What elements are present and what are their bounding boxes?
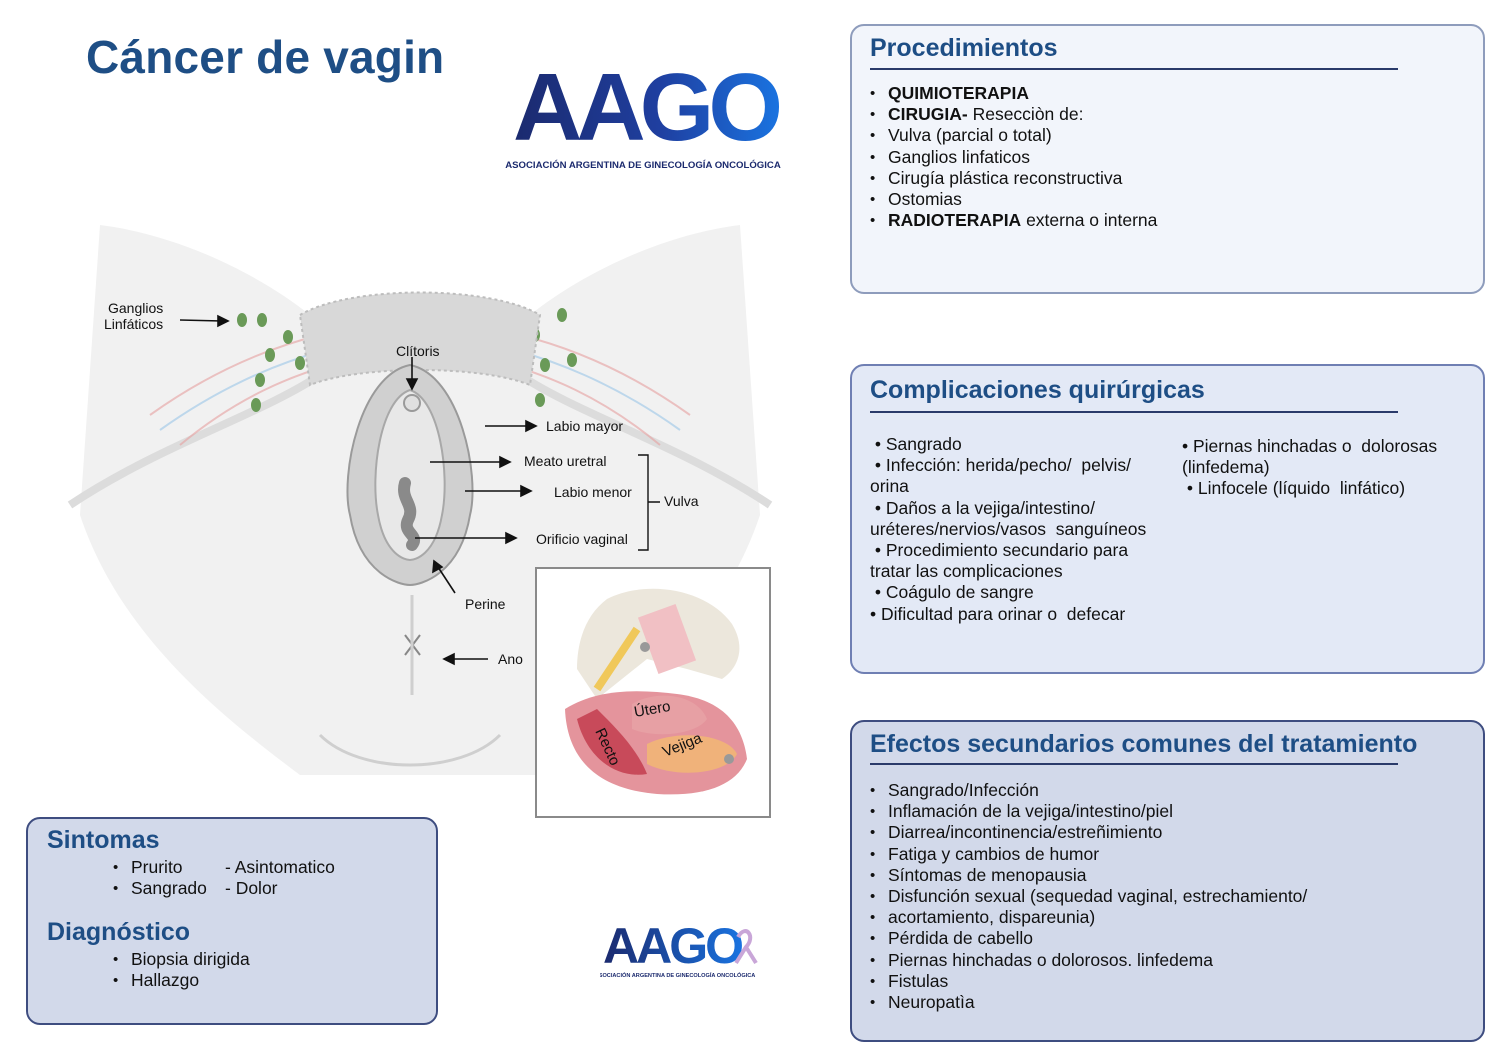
sintomas-item-a: Sangrado <box>131 878 207 899</box>
procedimientos-item-text: externa o interna <box>1021 210 1158 231</box>
efectos-item: Fistulas <box>870 971 1307 992</box>
complicaciones-right-list: • Piernas hinchadas o dolorosas(linfedem… <box>1182 436 1437 500</box>
complicaciones-left-list: • Sangrado • Infección: herida/pecho/ pe… <box>870 434 1146 625</box>
efectos-item: Neuropatìa <box>870 992 1307 1013</box>
procedimientos-item-text: Ganglios linfaticos <box>888 146 1031 167</box>
complicaciones-line: • Dificultad para orinar o defecar <box>870 603 1126 624</box>
efectos-rule <box>870 763 1398 765</box>
label-labio-mayor: Labio mayor <box>546 418 624 434</box>
sintomas-item: Prurito - Asintomatico <box>113 857 335 878</box>
sintomas-item-a: Prurito <box>131 857 183 877</box>
procedimientos-item: Ostomias <box>870 189 1157 210</box>
procedimientos-item: CIRUGIA- Resecciòn de: <box>870 104 1157 125</box>
sintomas-item-b: - Dolor <box>225 878 278 899</box>
page-title: Cáncer de vagin <box>86 31 445 83</box>
aago-logo-small: AAGO ASOCIACIÓN ARGENTINA DE GINECOLOGÍA… <box>595 915 760 985</box>
label-vulva: Vulva <box>664 493 699 509</box>
diagnostico-item: Hallazgo <box>113 970 250 991</box>
sintomas-item: Sangrado - Dolor <box>113 878 335 899</box>
procedimientos-item-bold: QUIMIOTERAPIA <box>888 83 1029 103</box>
diagnostico-list: Biopsia dirigidaHallazgo <box>113 949 250 992</box>
procedimientos-card: Procedimientos QUIMIOTERAPIACIRUGIA- Res… <box>850 24 1485 294</box>
label-orificio-vaginal: Orificio vaginal <box>536 531 628 547</box>
efectos-item: Pérdida de cabello <box>870 928 1307 949</box>
procedimientos-item: Vulva (parcial o total) <box>870 125 1157 146</box>
procedimientos-item-text: Vulva (parcial o total) <box>888 125 1052 146</box>
label-linfaticos: Linfáticos <box>104 316 164 332</box>
efectos-item: Piernas hinchadas o dolorosos. linfedema <box>870 950 1307 971</box>
complicaciones-line: • Infección: herida/pecho/ pelvis/ <box>870 455 1131 476</box>
efectos-item: Sangrado/Infección <box>870 780 1307 801</box>
sintomas-item-b: - Asintomatico <box>225 857 335 877</box>
procedimientos-item-text: Cirugía plástica reconstructiva <box>888 167 1123 188</box>
procedimientos-item-text: Resecciòn de: <box>967 104 1084 125</box>
sintomas-list: Prurito - AsintomaticoSangrado - Dolor <box>113 857 335 900</box>
diagnostico-title: Diagnóstico <box>47 918 191 946</box>
complicaciones-line: • Coágulo de sangre <box>870 582 1034 603</box>
procedimientos-item: QUIMIOTERAPIA <box>870 83 1157 104</box>
pelvis-inset-image: Útero Recto Vejiga <box>535 567 771 818</box>
label-clitoris: Clítoris <box>396 343 440 359</box>
label-perine: Perine <box>465 596 506 612</box>
complicaciones-line: • Procedimiento secundario para <box>870 540 1129 561</box>
efectos-card: Efectos secundarios comunes del tratamie… <box>850 720 1485 1042</box>
efectos-item: Diarrea/incontinencia/estreñimiento <box>870 822 1307 843</box>
complicaciones-title: Complicaciones quirúrgicas <box>870 376 1205 404</box>
ribbon-icon <box>734 929 758 965</box>
efectos-item: Síntomas de menopausia <box>870 865 1307 886</box>
complicaciones-rule <box>870 411 1398 413</box>
diagnostico-item: Biopsia dirigida <box>113 949 250 970</box>
logo-wordmark: AAGO <box>513 62 779 161</box>
complicaciones-line: • Daños a la vejiga/intestino/ <box>870 497 1096 518</box>
complicaciones-line: tratar las complicaciones <box>870 561 1063 582</box>
logo-small-wordmark: AAGO <box>603 918 742 974</box>
efectos-title: Efectos secundarios comunes del tratamie… <box>870 730 1418 758</box>
label-labio-menor: Labio menor <box>554 484 632 500</box>
sintomas-diagnostico-card: Sintomas Prurito - AsintomaticoSangrado - … <box>26 817 438 1025</box>
label-ganglios: Ganglios <box>108 300 164 316</box>
efectos-item: Fatiga y cambios de humor <box>870 844 1307 865</box>
label-meato-uretral: Meato uretral <box>524 453 607 469</box>
procedimientos-title: Procedimientos <box>870 34 1058 62</box>
label-ano: Ano <box>498 651 523 667</box>
complicaciones-line: • Linfocele (líquido linfático) <box>1182 478 1406 499</box>
procedimientos-list: QUIMIOTERAPIACIRUGIA- Resecciòn de:Vulva… <box>870 83 1157 232</box>
procedimientos-item: RADIOTERAPIA externa o interna <box>870 210 1157 231</box>
procedimientos-item: Cirugía plástica reconstructiva <box>870 168 1157 189</box>
efectos-item: acortamiento, dispareunia) <box>870 907 1307 928</box>
procedimientos-item-text: Ostomias <box>888 189 962 210</box>
complicaciones-card: Complicaciones quirúrgicas • Sangrado • … <box>850 364 1485 674</box>
aago-logo: AAGO ASOCIACIÓN ARGENTINA DE GINECOLOGÍA… <box>505 54 785 182</box>
complicaciones-line: uréteres/nervios/vasos sanguíneos <box>870 518 1147 539</box>
logo-subtitle: ASOCIACIÓN ARGENTINA DE GINECOLOGÍA ONCO… <box>505 159 781 171</box>
efectos-item: Disfunción sexual (sequedad vaginal, est… <box>870 886 1307 907</box>
efectos-list: Sangrado/InfecciónInflamación de la veji… <box>870 780 1307 1013</box>
complicaciones-line: orina <box>870 476 909 497</box>
procedimientos-rule <box>870 68 1398 70</box>
logo-small-subtitle: ASOCIACIÓN ARGENTINA DE GINECOLOGÍA ONCO… <box>600 971 755 979</box>
complicaciones-line: (linfedema) <box>1182 457 1270 478</box>
procedimientos-item: Ganglios linfaticos <box>870 147 1157 168</box>
efectos-item: Inflamación de la vejiga/intestino/piel <box>870 801 1307 822</box>
inset-label-utero: Útero <box>633 698 672 721</box>
complicaciones-line: • Sangrado <box>870 434 962 454</box>
procedimientos-item-bold: RADIOTERAPIA <box>888 210 1022 231</box>
procedimientos-item-bold: CIRUGIA- <box>888 104 968 125</box>
sintomas-title: Sintomas <box>47 826 160 854</box>
complicaciones-line: • Piernas hinchadas o dolorosas <box>1182 436 1438 456</box>
